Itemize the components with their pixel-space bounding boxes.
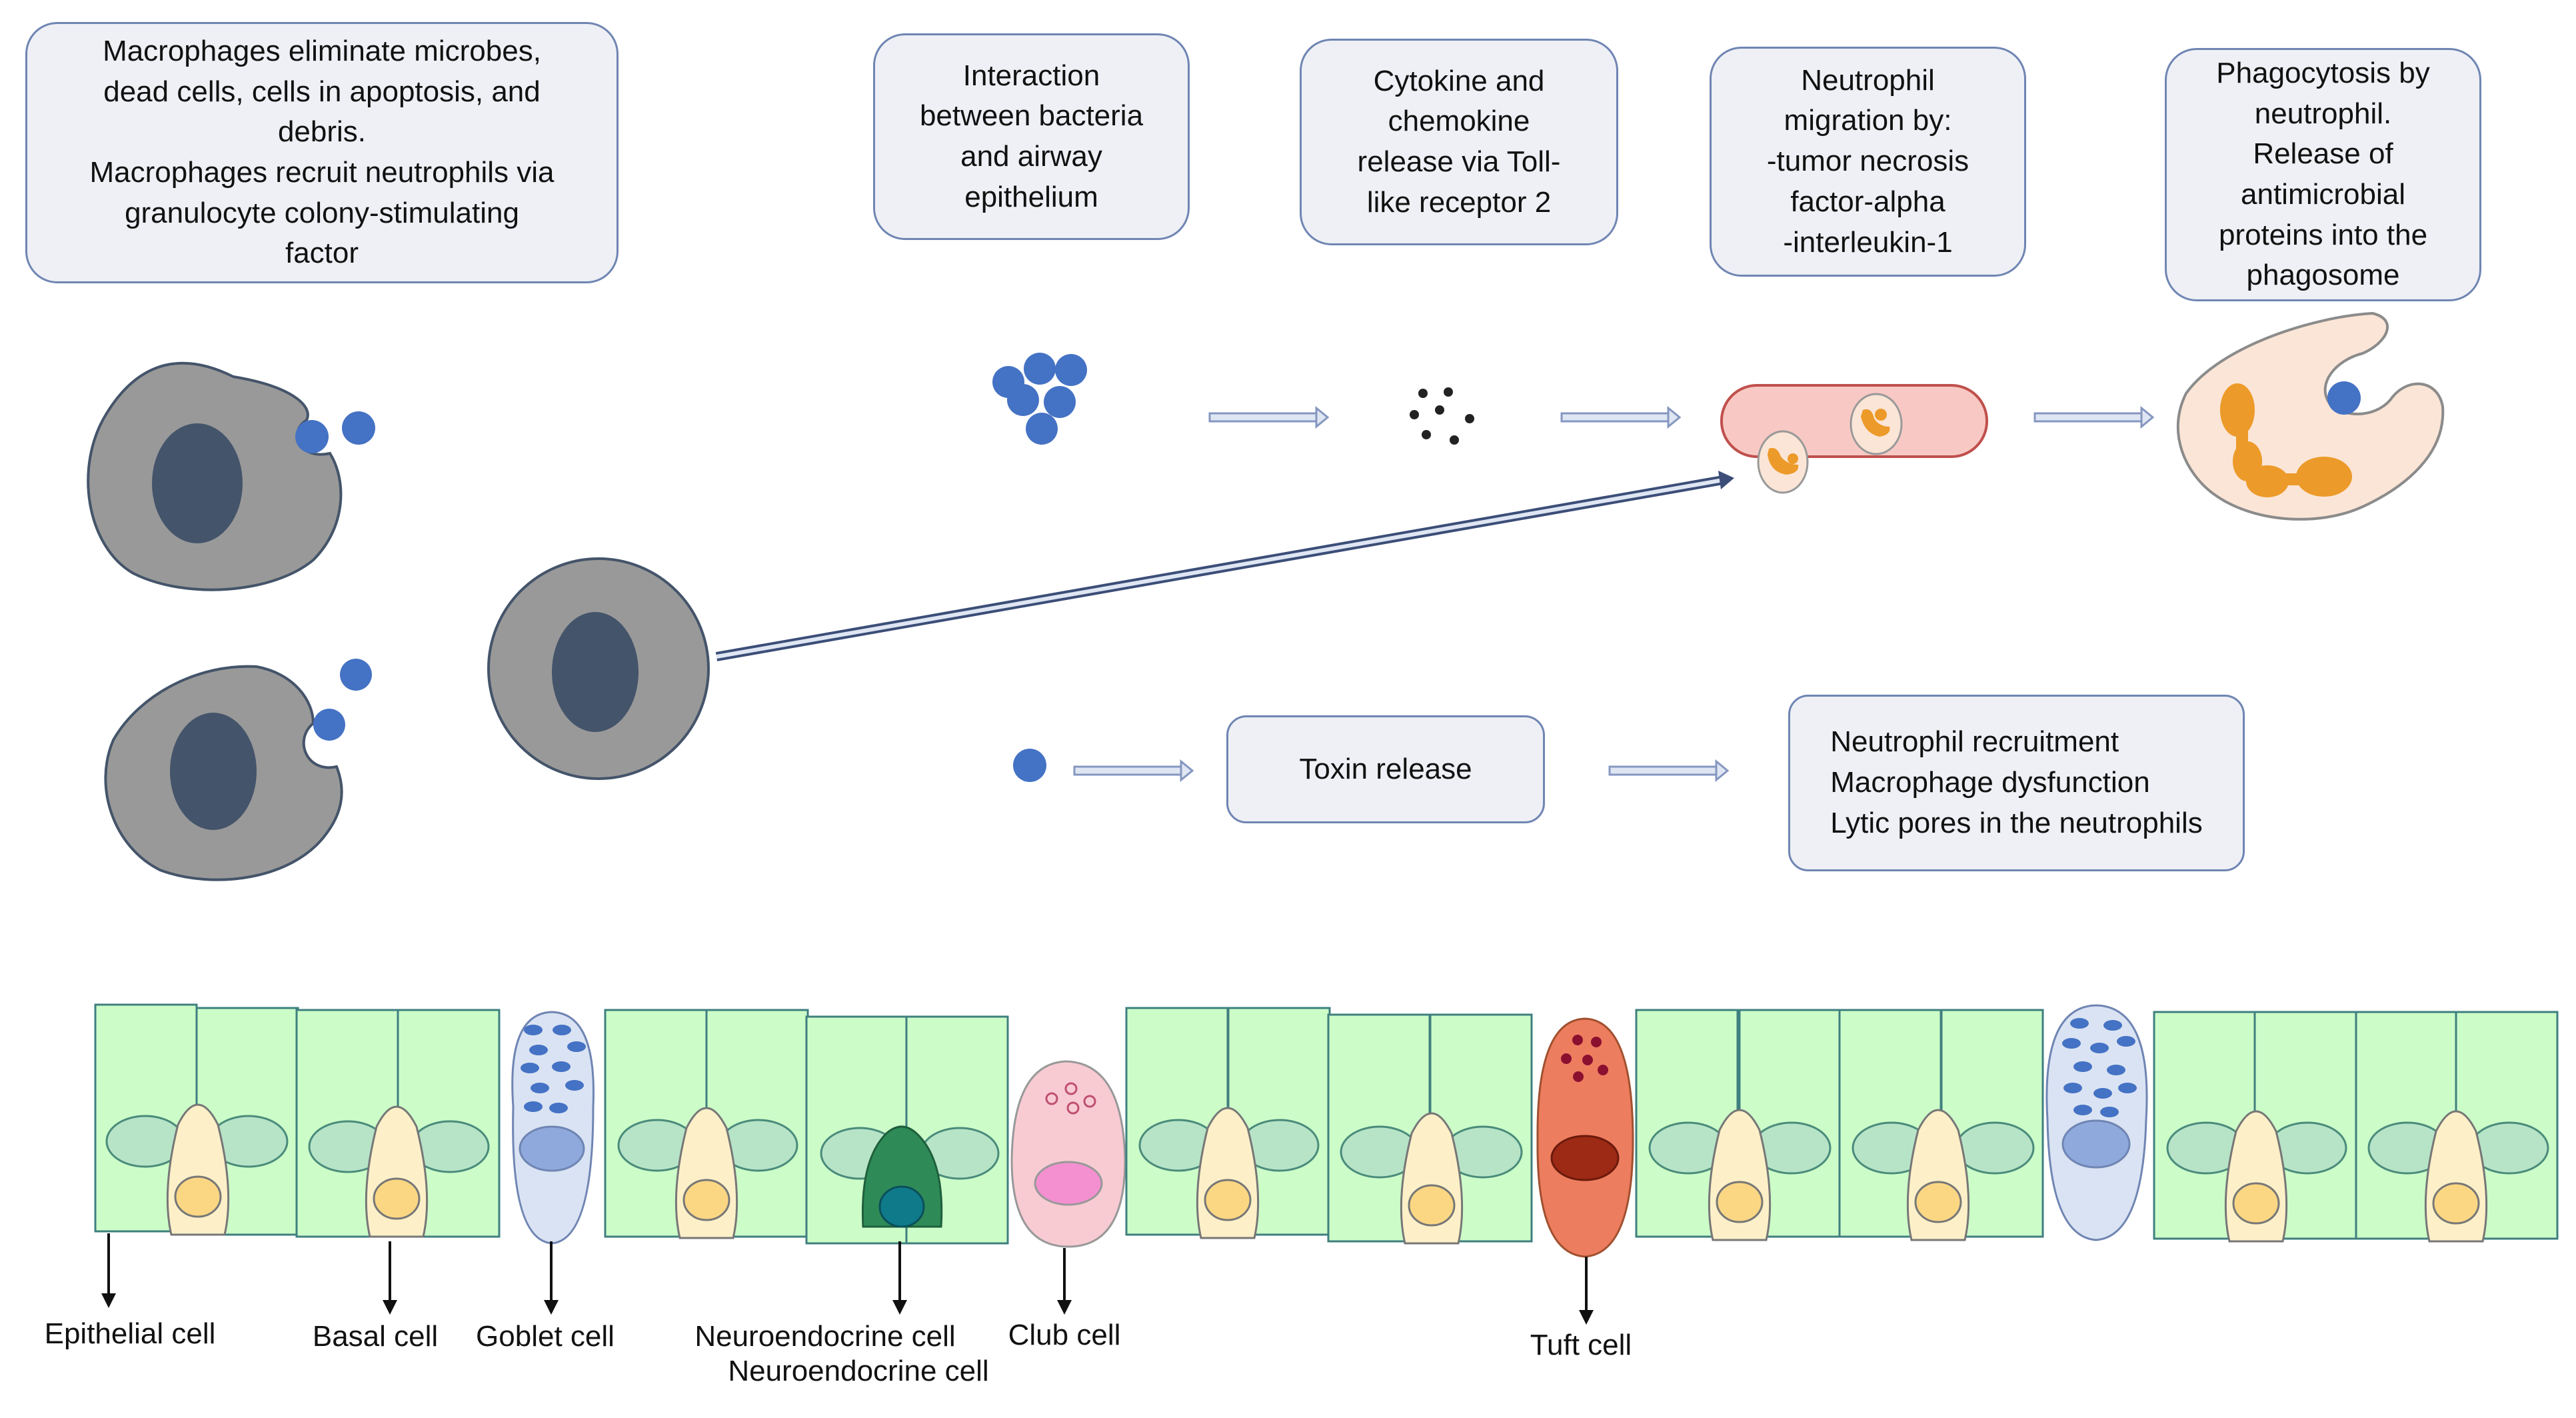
toxin-bacterium — [1013, 749, 1046, 782]
bacteria-cluster — [992, 353, 1087, 445]
tuft-cell — [1536, 1017, 1634, 1258]
blood-vessel — [1720, 384, 1988, 494]
granules — [2220, 383, 2352, 497]
toxin-outcomes-text: Neutrophil recruitment Macrophage dysfun… — [1830, 725, 2203, 839]
arrow-toxin-to-outcomes — [1608, 759, 1730, 783]
goblet-cell — [511, 1011, 595, 1245]
macrophage-bottom-nucleus — [170, 713, 257, 830]
neutrophil-migration-box: Neutrophil migration by: -tumor necrosis… — [1710, 47, 2026, 277]
toxin-release-text: Toxin release — [1299, 752, 1472, 785]
macrophage-function-text: Macrophages eliminate microbes, dead cel… — [89, 34, 555, 270]
label-tuft-cell: Tuft cell — [1530, 1329, 1632, 1361]
cytokine-text: Cytokine and chemokine release via Toll-… — [1357, 64, 1561, 219]
label-club-cell: Club cell — [1008, 1319, 1121, 1351]
neutrophil-migrating — [1757, 430, 1809, 494]
bacterium — [340, 659, 372, 691]
neuroendocrine-cell — [861, 1125, 943, 1228]
neutrophil-in-vessel — [1850, 393, 1903, 455]
bacterium — [295, 420, 329, 453]
cytokine-dots — [1410, 387, 1474, 445]
neutrophil-migration-text: Neutrophil migration by: -tumor necrosis… — [1766, 63, 1969, 259]
macrophage-top-nucleus — [152, 423, 243, 543]
bacterium — [342, 411, 375, 445]
macrophage-round-nucleus — [552, 612, 639, 732]
label-pointers — [107, 1233, 1588, 1313]
toxin-outcomes-box: Neutrophil recruitment Macrophage dysfun… — [1788, 695, 2245, 871]
label-basal-cell: Basal cell — [312, 1320, 439, 1353]
label-goblet-cell: Goblet cell — [476, 1320, 615, 1353]
cytokine-box: Cytokine and chemokine release via Toll-… — [1300, 39, 1618, 245]
label-neuroendocrine-cell-2: Neuroendocrine cell — [728, 1355, 989, 1387]
bacterium — [313, 709, 345, 741]
arrow-bacterium-to-toxin — [1073, 759, 1194, 783]
goblet-cell — [2045, 1004, 2148, 1241]
airway-epithelium — [94, 1003, 2559, 1258]
club-cell — [1010, 1060, 1126, 1248]
phagocytosis-box: Phagocytosis by neutrophil. Release of a… — [2165, 48, 2481, 301]
macrophage-function-box: Macrophages eliminate microbes, dead cel… — [25, 22, 619, 283]
macrophage-top — [87, 361, 343, 591]
interaction-text: Interaction between bacteria and airway … — [919, 59, 1144, 213]
macrophage-round — [487, 557, 710, 780]
arrow-cytokines-to-vessel — [1560, 405, 1682, 429]
arrow-bacteria-to-cytokines — [1208, 405, 1330, 429]
arrow-vessel-to-phagocytosis — [2033, 405, 2155, 429]
toxin-release-box: Toxin release — [1226, 715, 1545, 823]
engulfed-bacterium — [2327, 381, 2361, 415]
arrow-macrophage-to-neutrophil — [715, 471, 1734, 661]
macrophage-bottom — [104, 665, 343, 881]
phagocytosis-text: Phagocytosis by neutrophil. Release of a… — [2216, 56, 2430, 292]
interaction-box: Interaction between bacteria and airway … — [873, 33, 1190, 240]
label-neuroendocrine-cell: Neuroendocrine cell — [694, 1320, 956, 1353]
label-pointer-heads — [101, 1293, 1594, 1325]
neutrophil-phagocytosis — [2176, 311, 2445, 521]
label-epithelial-cell: Epithelial cell — [44, 1317, 216, 1350]
